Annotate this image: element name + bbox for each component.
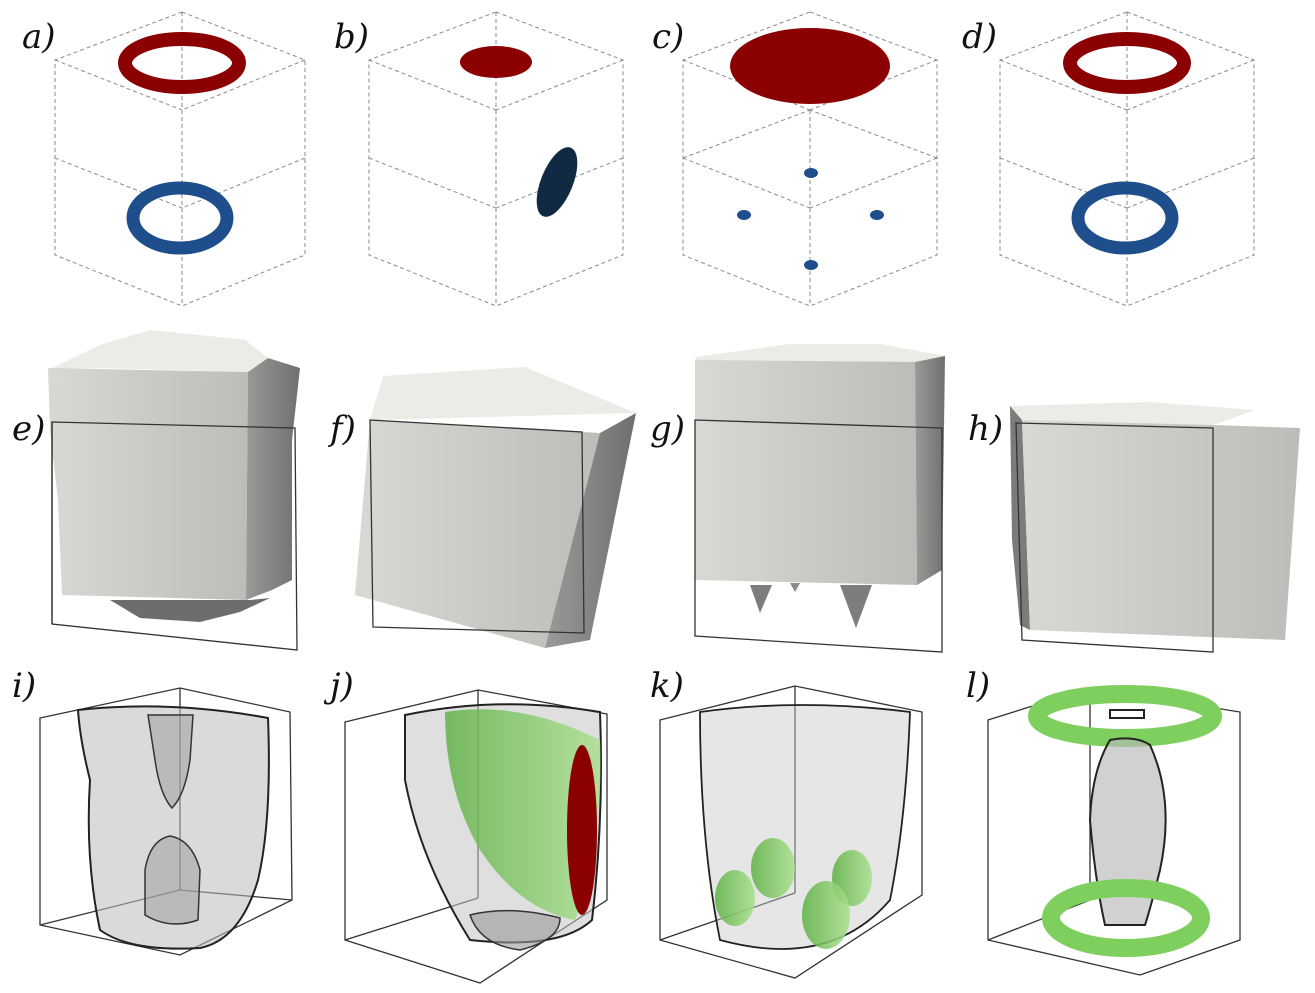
solid-front-g bbox=[695, 360, 917, 585]
panel-h bbox=[1010, 402, 1300, 653]
load-patch-l bbox=[1109, 709, 1145, 719]
solid-front-h bbox=[1022, 420, 1300, 640]
reference-box-h bbox=[1015, 422, 1214, 653]
panel-g bbox=[694, 344, 945, 653]
panel-c bbox=[682, 11, 938, 307]
reference-box-g bbox=[694, 419, 943, 653]
load-region-red-j bbox=[567, 745, 597, 915]
panel-d bbox=[999, 11, 1255, 307]
solid-front-e bbox=[48, 368, 248, 600]
panel-f bbox=[355, 367, 636, 648]
solid-underside-e bbox=[110, 598, 270, 622]
isosurface-base-j bbox=[469, 909, 561, 951]
support-point-c1 bbox=[804, 168, 818, 178]
solid-front-f bbox=[355, 420, 600, 648]
solid-side-left-h bbox=[1010, 406, 1030, 630]
support-lobe-k4 bbox=[802, 881, 850, 949]
panel-label-l: l) bbox=[966, 666, 990, 706]
isosurface-green-j bbox=[445, 709, 601, 920]
support-lobe-k1 bbox=[751, 838, 795, 898]
panel-a bbox=[54, 11, 306, 307]
panel-label-i: i) bbox=[12, 666, 36, 706]
panel-label-j: j) bbox=[323, 666, 354, 706]
domain-cube-d bbox=[999, 11, 1255, 307]
solid-side-g bbox=[915, 356, 945, 585]
reference-box-f bbox=[369, 419, 585, 634]
support-disk-side-b bbox=[536, 147, 578, 217]
isosurface-inner-tube-top-i bbox=[147, 714, 194, 810]
support-ring-green-l bbox=[1042, 879, 1210, 957]
load-ring-top-d bbox=[1063, 32, 1191, 94]
column-isosurface-l bbox=[1088, 737, 1167, 926]
support-point-c2 bbox=[737, 210, 751, 220]
solid-top-g bbox=[695, 344, 945, 365]
support-ring-bottom-a bbox=[126, 181, 234, 255]
isosurface-shell-i bbox=[76, 705, 270, 950]
panel-label-h: h) bbox=[968, 409, 1003, 449]
spike-g3 bbox=[790, 583, 800, 592]
support-lobe-k2 bbox=[715, 870, 755, 926]
domain-cube-a bbox=[54, 11, 306, 307]
domain-cube-b bbox=[368, 11, 624, 307]
solid-side-e bbox=[246, 358, 300, 600]
panel-label-g: g) bbox=[650, 409, 685, 449]
panel-label-b: b) bbox=[334, 17, 369, 57]
panel-l bbox=[987, 685, 1241, 976]
spike-g2 bbox=[840, 585, 872, 628]
panel-k bbox=[659, 685, 923, 979]
support-point-c4 bbox=[804, 260, 818, 270]
solid-top-h bbox=[1010, 402, 1255, 425]
load-disk-top-c bbox=[730, 28, 890, 104]
panel-label-a: a) bbox=[22, 17, 56, 57]
load-ring-top-a bbox=[118, 32, 246, 94]
panel-label-k: k) bbox=[650, 666, 684, 706]
panel-e bbox=[48, 330, 300, 651]
panel-b bbox=[368, 11, 624, 307]
support-point-c3 bbox=[870, 210, 884, 220]
support-ring-bottom-d bbox=[1071, 181, 1179, 255]
load-ring-green-l bbox=[1028, 685, 1222, 747]
panel-label-e: e) bbox=[12, 409, 45, 449]
solid-side-f bbox=[545, 413, 636, 648]
panel-j bbox=[344, 689, 608, 984]
panel-label-f: f) bbox=[327, 409, 356, 449]
panel-i bbox=[39, 687, 293, 956]
load-disk-top-b bbox=[460, 46, 532, 78]
solid-top-f bbox=[370, 367, 636, 420]
solid-top-e bbox=[48, 330, 268, 372]
panel-label-c: c) bbox=[652, 17, 684, 57]
isosurface-inner-tube-bottom-i bbox=[144, 835, 201, 925]
spike-g1 bbox=[750, 585, 772, 613]
panel-label-d: d) bbox=[962, 17, 997, 57]
